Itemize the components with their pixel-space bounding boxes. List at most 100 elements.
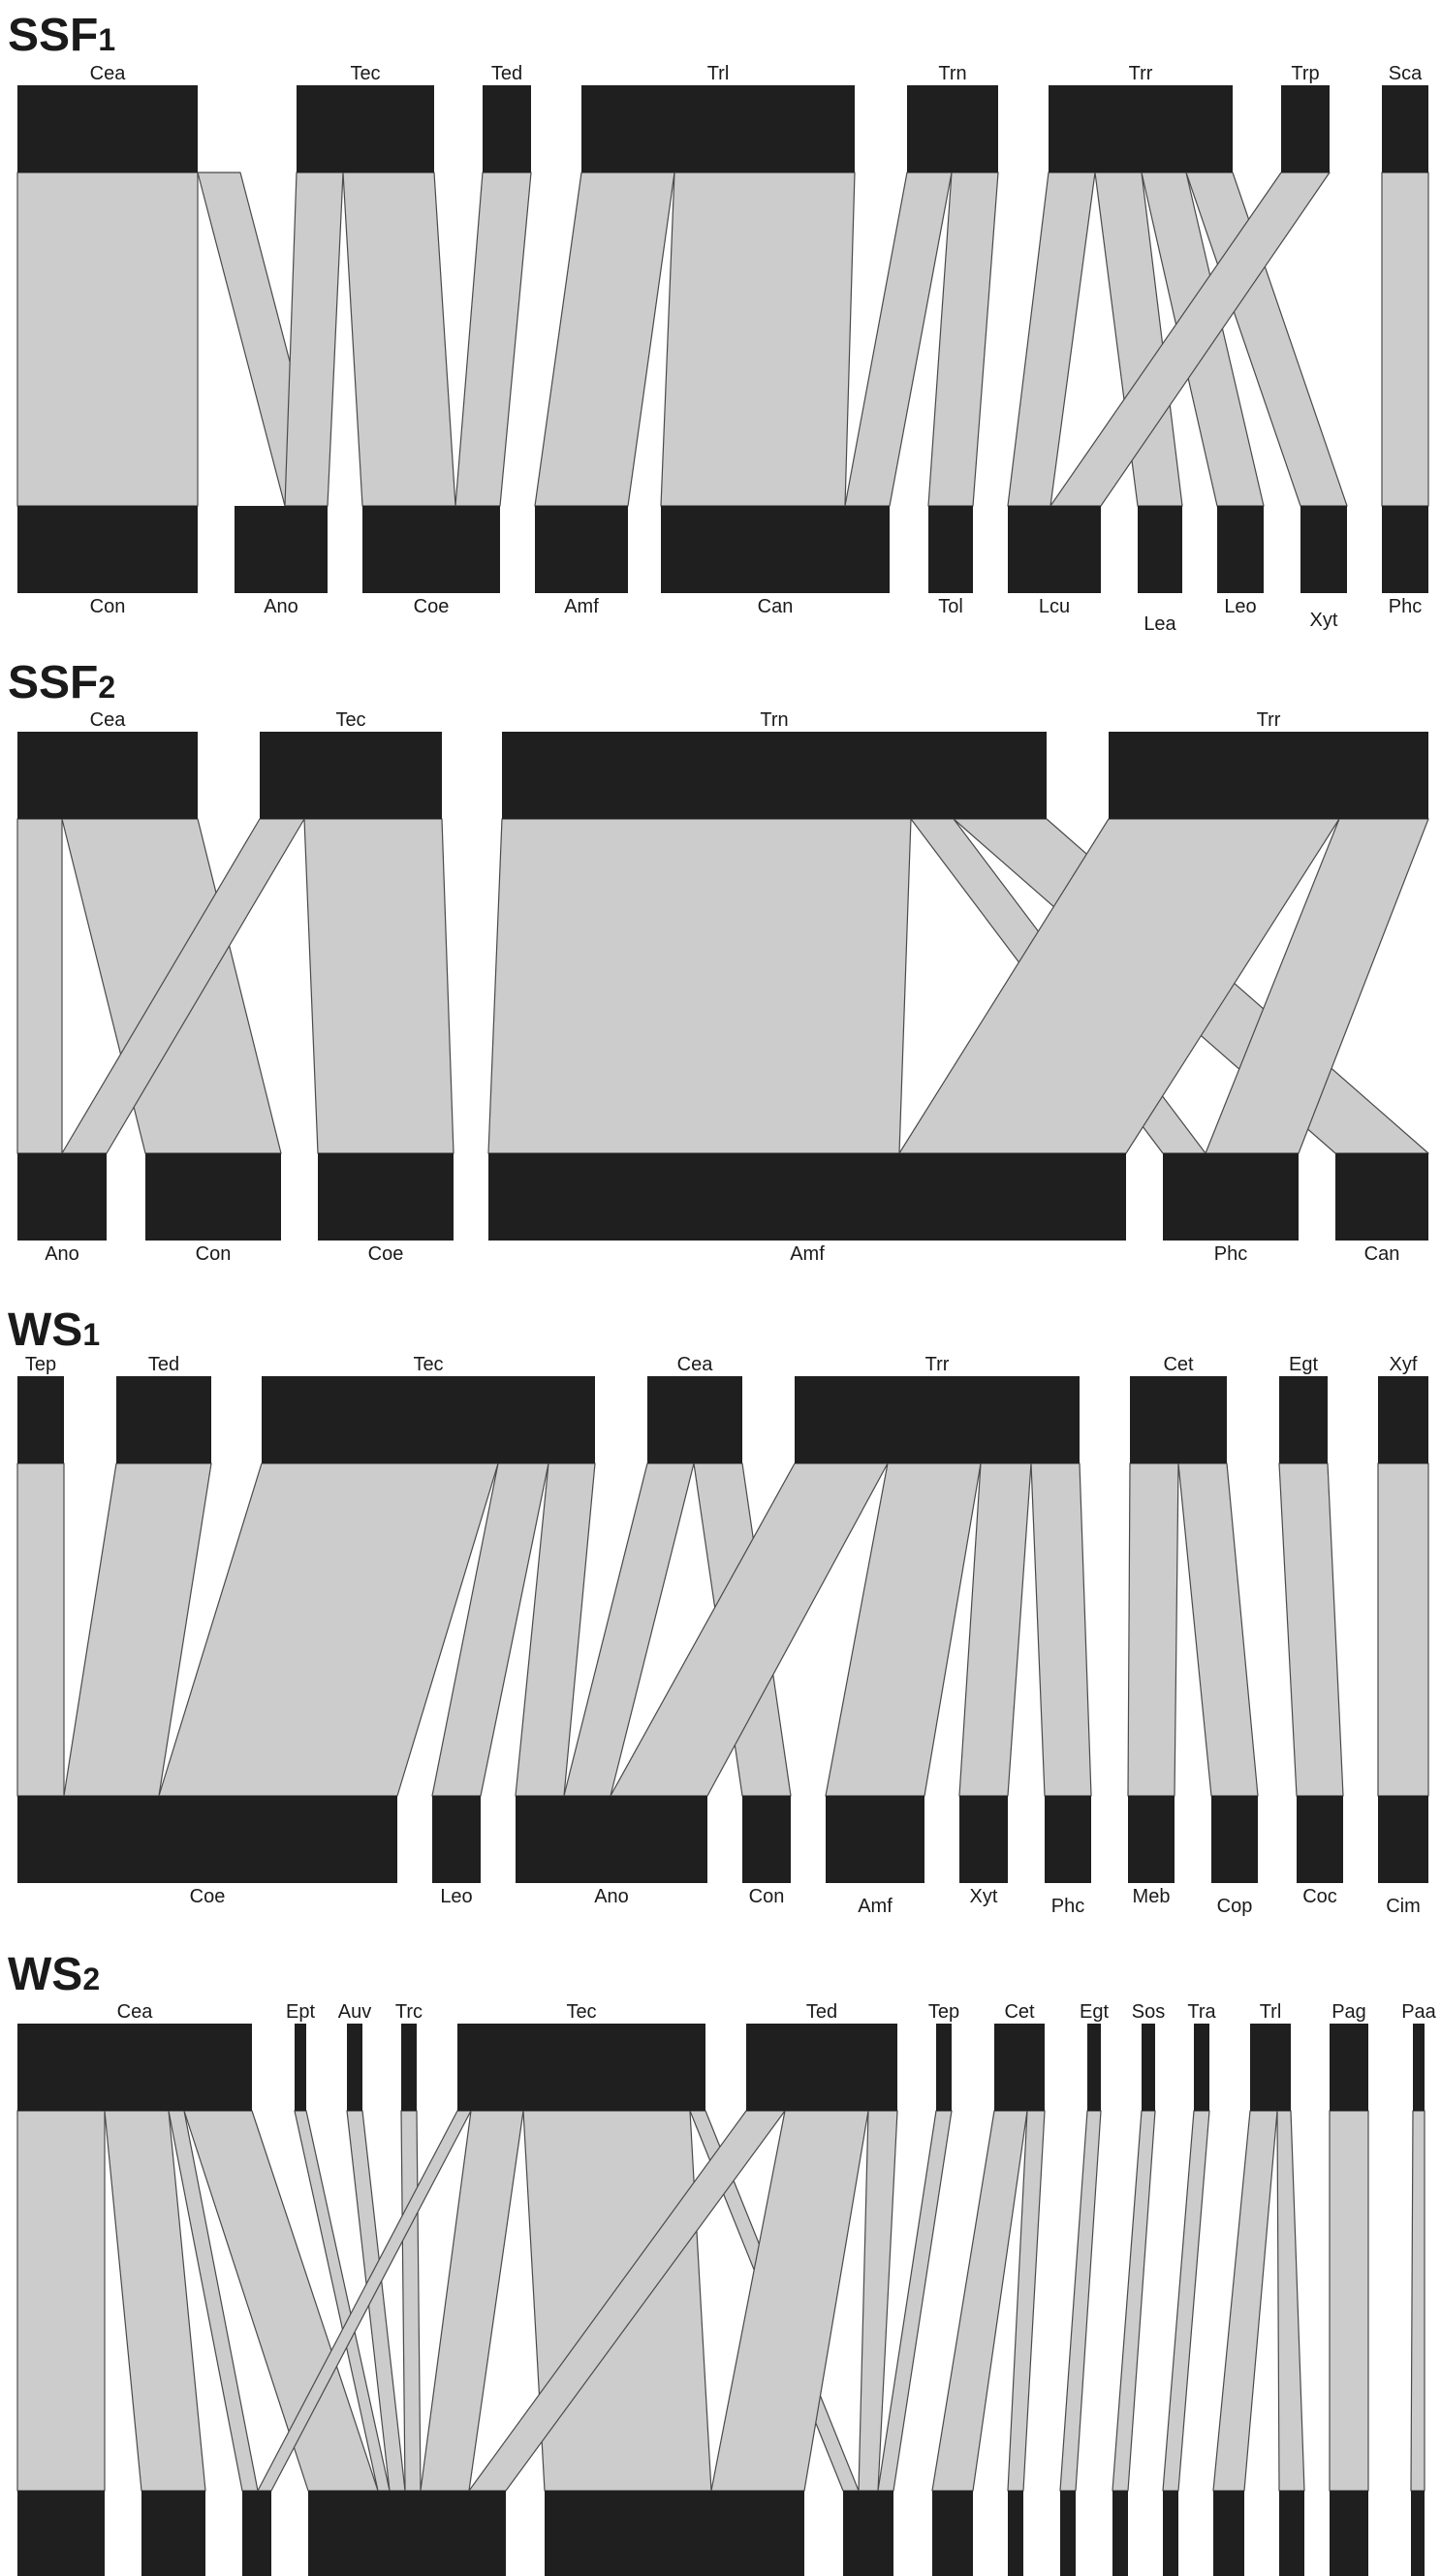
bottom-node-label: Phc (1389, 596, 1422, 617)
panel-title: SSF2 (8, 657, 115, 708)
bottom-node-label: Can (758, 596, 794, 617)
bottom-node-coe (17, 1796, 397, 1883)
panel-title-sub: 2 (82, 1962, 100, 1996)
top-node-label: Tec (566, 2001, 596, 2023)
panel-title-main: WS (8, 1304, 82, 1356)
top-node-cea (17, 2024, 252, 2111)
bottom-node-cop (1008, 2491, 1023, 2576)
panel-title: SSF1 (8, 10, 115, 61)
top-node-label: Ted (491, 63, 522, 84)
bottom-node-label: Amf (858, 1896, 893, 1917)
bottom-node-label: Ano (264, 596, 298, 617)
bottom-node-leo (432, 1796, 481, 1883)
top-node-auv (347, 2024, 362, 2111)
top-node-label: Xyf (1390, 1354, 1418, 1375)
top-node-trc (401, 2024, 417, 2111)
bottom-node-lea (1138, 506, 1182, 593)
bottom-node-phc (1045, 1796, 1091, 1883)
link-sos-how (1112, 2110, 1156, 2492)
top-node-label: Sos (1132, 2001, 1165, 2023)
top-node-label: Tec (350, 63, 380, 84)
top-node-label: Trr (1257, 709, 1281, 731)
bottom-node-xyt (1300, 506, 1347, 593)
link-pag-chi (1329, 2110, 1369, 2492)
panel-title: WS1 (8, 1304, 100, 1356)
bottom-node-cop (1211, 1796, 1258, 1883)
top-node-tec (297, 85, 434, 173)
bottom-node-phc (1382, 506, 1428, 593)
top-node-label: Tep (928, 2001, 959, 2023)
link-trn-amf (487, 818, 912, 1154)
top-node-label: Pag (1331, 2001, 1366, 2023)
bottom-node-coe (545, 2491, 804, 2576)
link-trl-lea (1212, 2110, 1278, 2492)
top-node-tra (1194, 2024, 1209, 2111)
top-node-trn (907, 85, 998, 173)
bottom-node-label: Lcu (1039, 596, 1070, 617)
top-node-label: Paa (1401, 2001, 1436, 2023)
top-node-egt (1087, 2024, 1101, 2111)
top-node-trr (1109, 732, 1428, 819)
bottom-node-coe (362, 506, 500, 593)
panel-title-main: WS (8, 1949, 82, 2000)
link-tra-les (1162, 2110, 1210, 2492)
top-node-label: Trp (1291, 63, 1319, 84)
top-node-cea (647, 1376, 742, 1463)
top-node-label: Ept (286, 2001, 315, 2023)
top-node-ted (116, 1376, 211, 1463)
top-node-label: Cea (117, 2001, 154, 2023)
bottom-node-hon (1060, 2491, 1076, 2576)
top-node-cea (17, 85, 198, 173)
top-node-egt (1279, 1376, 1328, 1463)
bottom-node-ano (235, 506, 328, 593)
bottom-node-label: Con (749, 1886, 785, 1907)
bottom-node-label: Leo (440, 1886, 472, 1907)
bottom-node-label: Con (196, 1243, 232, 1265)
link-cea-con (16, 2110, 106, 2492)
bottom-node-label: Xyt (1310, 610, 1338, 631)
bottom-node-amf (535, 506, 628, 593)
panel-title: WS2 (8, 1949, 100, 2000)
top-node-label: Trn (938, 63, 966, 84)
link-sca-phc (1381, 172, 1429, 507)
bottom-node-con (17, 2491, 105, 2576)
link-cea-ano (16, 818, 63, 1154)
top-node-tep (936, 2024, 952, 2111)
bottom-node-label: Can (1364, 1243, 1400, 1265)
bottom-node-con (742, 1796, 791, 1883)
top-node-label: Trl (707, 63, 730, 84)
top-node-label: Tep (25, 1354, 56, 1375)
bottom-node-label: Leo (1224, 596, 1256, 617)
bottom-node-label: Amf (564, 596, 599, 617)
top-node-label: Ted (148, 1354, 179, 1375)
top-node-sos (1142, 2024, 1155, 2111)
bottom-node-leo (1217, 506, 1264, 593)
bottom-node-con (145, 1153, 281, 1241)
link-egt-hon (1059, 2110, 1102, 2492)
top-node-ted (483, 85, 531, 173)
bottom-node-coc (1297, 1796, 1343, 1883)
top-node-label: Ted (806, 2001, 837, 2023)
bottom-node-lcu (1008, 506, 1101, 593)
bottom-node-label: Phc (1051, 1896, 1084, 1917)
top-node-tec (457, 2024, 705, 2111)
bottom-node-meb (1128, 1796, 1175, 1883)
bottom-node-label: Meb (1133, 1886, 1171, 1907)
link-tec-coe (303, 818, 454, 1154)
link-tec-coe (342, 172, 456, 507)
bottom-node-ano (516, 1796, 707, 1883)
link-cet-cop (1177, 1462, 1259, 1797)
bottom-node-label: Ano (45, 1243, 79, 1265)
top-node-label: Cet (1163, 1354, 1194, 1375)
links (16, 818, 1429, 1154)
link-cet-meb (1127, 1462, 1179, 1797)
panel-title-main: SSF (8, 657, 98, 708)
links (16, 172, 1429, 507)
bottom-node-meb (932, 2491, 973, 2576)
bottom-node-tol (928, 506, 973, 593)
top-node-label: Trc (395, 2001, 423, 2023)
bottom-node-label: Tol (938, 596, 963, 617)
